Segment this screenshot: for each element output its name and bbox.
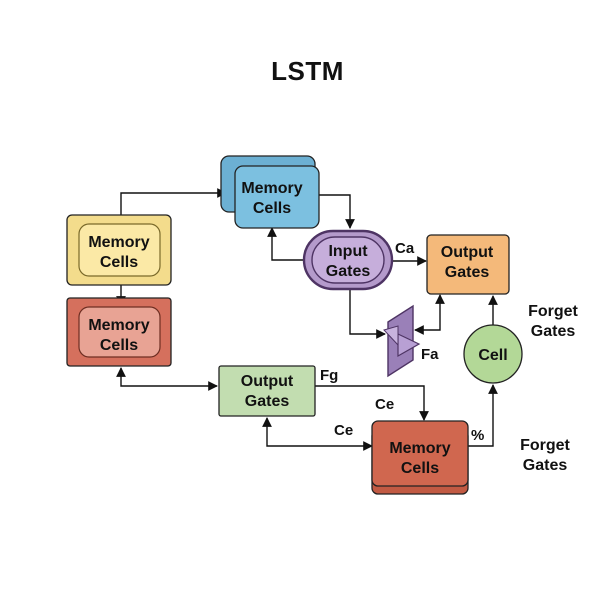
- prism-gate-icon: [383, 304, 421, 378]
- memory-cells-top-label-1: Memory: [241, 180, 302, 197]
- memory-cells-red-node[interactable]: Memory Cells: [66, 297, 172, 367]
- edge-input-gates-to-gate-symbol: [349, 288, 386, 339]
- memory-cells-yellow-node[interactable]: Memory Cells: [66, 214, 172, 286]
- diagram-title: LSTM: [271, 56, 344, 86]
- edge-output-gates-bidir-bottom-memory: [262, 417, 373, 451]
- memory-cells-red-label-2: Cells: [100, 337, 138, 354]
- output-gates-mid-label-2: Gates: [245, 393, 290, 410]
- edge-input-gates-to-top-memory: [267, 227, 306, 261]
- input-gates-node[interactable]: Input Gates: [302, 229, 394, 291]
- memory-cells-yellow-label-1: Memory: [88, 234, 149, 251]
- edge-red-memory-to-output-gates: [116, 367, 218, 391]
- cell-node[interactable]: Cell: [463, 324, 523, 384]
- output-gates-top-label-2: Gates: [445, 264, 490, 281]
- forget-gates-top-label-1: Forget: [528, 303, 578, 320]
- edge-bottom-memory-to-cell: [468, 384, 498, 447]
- memory-cells-red-label-1: Memory: [88, 317, 149, 334]
- output-gates-top-label-1: Output: [441, 244, 494, 261]
- edge-yellow-to-top-memory: [120, 188, 227, 216]
- memory-cells-bottom-label-1: Memory: [389, 440, 450, 457]
- memory-cells-bottom-node[interactable]: Memory Cells: [371, 420, 469, 495]
- edge-label-fg: Fg: [320, 367, 338, 384]
- edge-label-ce-left: Ce: [334, 422, 353, 439]
- forget-gates-top-label-2: Gates: [531, 323, 576, 340]
- input-gates-label-1: Input: [328, 243, 368, 260]
- edge-output-gates-to-bottom-memory: [315, 385, 429, 421]
- edge-gate-symbol-to-output-gates: [414, 294, 445, 335]
- edge-label-ca: Ca: [395, 240, 415, 257]
- edge-label-percent: %: [471, 427, 484, 444]
- memory-cells-top-label-2: Cells: [253, 200, 291, 217]
- memory-cells-top-node[interactable]: Memory Cells: [220, 155, 320, 229]
- memory-cells-yellow-label-2: Cells: [100, 254, 138, 271]
- cell-label: Cell: [478, 347, 507, 364]
- memory-cells-bottom-label-2: Cells: [401, 460, 439, 477]
- edge-label-ce-top: Ce: [375, 396, 394, 413]
- input-gates-label-2: Gates: [326, 263, 371, 280]
- forget-gates-bottom-label-1: Forget: [520, 437, 570, 454]
- forget-gates-bottom-label-2: Gates: [523, 457, 568, 474]
- edge-label-fa: Fa: [421, 346, 439, 363]
- output-gates-mid-label-1: Output: [241, 373, 294, 390]
- edge-top-memory-to-input-gates: [317, 194, 355, 229]
- output-gates-mid-node[interactable]: Output Gates: [218, 365, 316, 417]
- output-gates-top-node[interactable]: Output Gates: [426, 234, 510, 295]
